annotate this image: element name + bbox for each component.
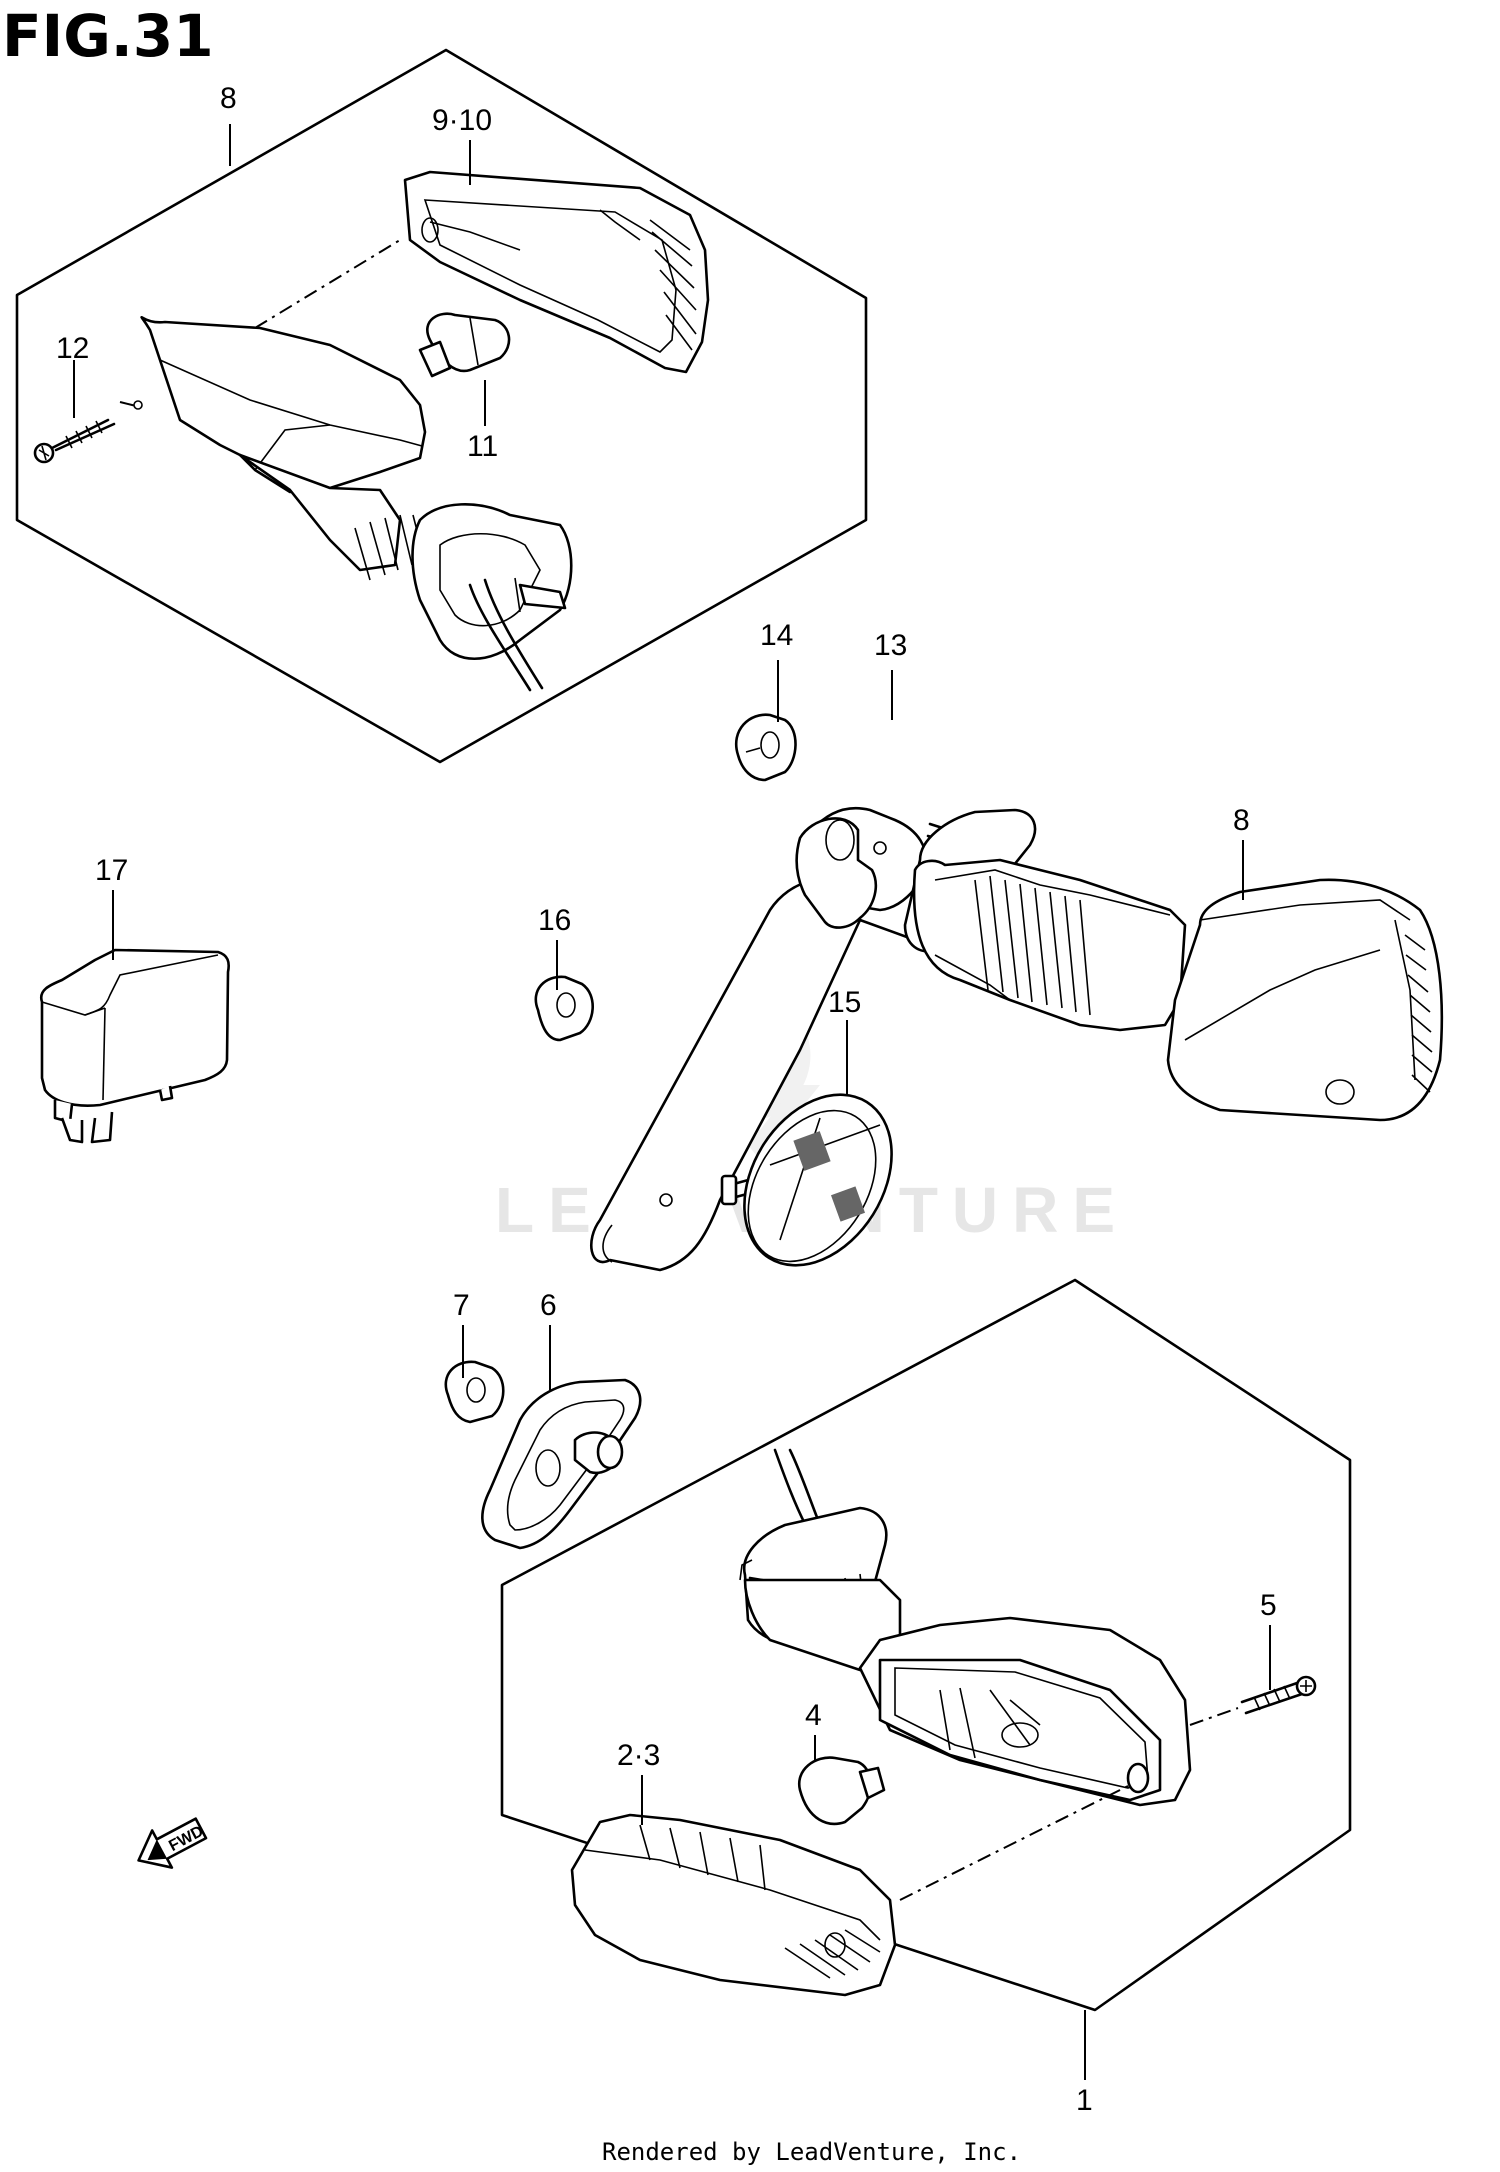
callouts: 8 9·10 12 11 14 13 8 17 16 15 7 6 5 4 2·…	[56, 82, 1277, 2117]
leader-lines	[73, 124, 1271, 2080]
footer-credit: Rendered by LeadVenture, Inc.	[602, 2138, 1021, 2166]
nut-14	[735, 713, 797, 782]
callout-1: 1	[1076, 2084, 1093, 2117]
lens-lower	[570, 1813, 897, 1997]
screw-lower	[1240, 1675, 1317, 1715]
callout-5: 5	[1260, 1589, 1277, 1622]
grommet	[481, 1378, 642, 1550]
callout-2-3: 2·3	[617, 1739, 660, 1772]
figure-title: FIG.31	[2, 2, 214, 70]
rear-turn-signal-assembly-upper	[15, 48, 868, 764]
callout-17: 17	[95, 854, 128, 887]
turn-signal-relay	[39, 948, 230, 1144]
callout-16: 16	[538, 904, 571, 937]
housing-lower	[739, 1448, 1192, 1807]
callout-7: 7	[453, 1289, 470, 1322]
lens-upper	[403, 170, 710, 374]
forward-direction-badge: FWD	[137, 1817, 208, 1869]
screw-upper	[33, 418, 116, 464]
front-turn-signal-assembly-lower	[500, 1278, 1352, 2012]
callout-8-upper: 8	[220, 82, 237, 115]
callout-12: 12	[56, 332, 89, 365]
bulb-lower	[797, 1756, 886, 1826]
nut-7	[444, 1360, 505, 1424]
nut-16	[534, 975, 594, 1042]
bulb-upper	[418, 312, 511, 378]
reflector	[720, 1093, 893, 1267]
callout-11: 11	[467, 430, 498, 463]
callout-8-right: 8	[1233, 804, 1250, 837]
callout-9-10: 9·10	[432, 104, 492, 137]
callout-14: 14	[760, 619, 793, 652]
turn-signal-right	[903, 808, 1444, 1122]
callout-4: 4	[805, 1699, 822, 1732]
callout-15: 15	[828, 986, 861, 1019]
housing-upper	[133, 316, 573, 692]
callout-13: 13	[874, 629, 907, 662]
callout-6: 6	[540, 1289, 557, 1322]
